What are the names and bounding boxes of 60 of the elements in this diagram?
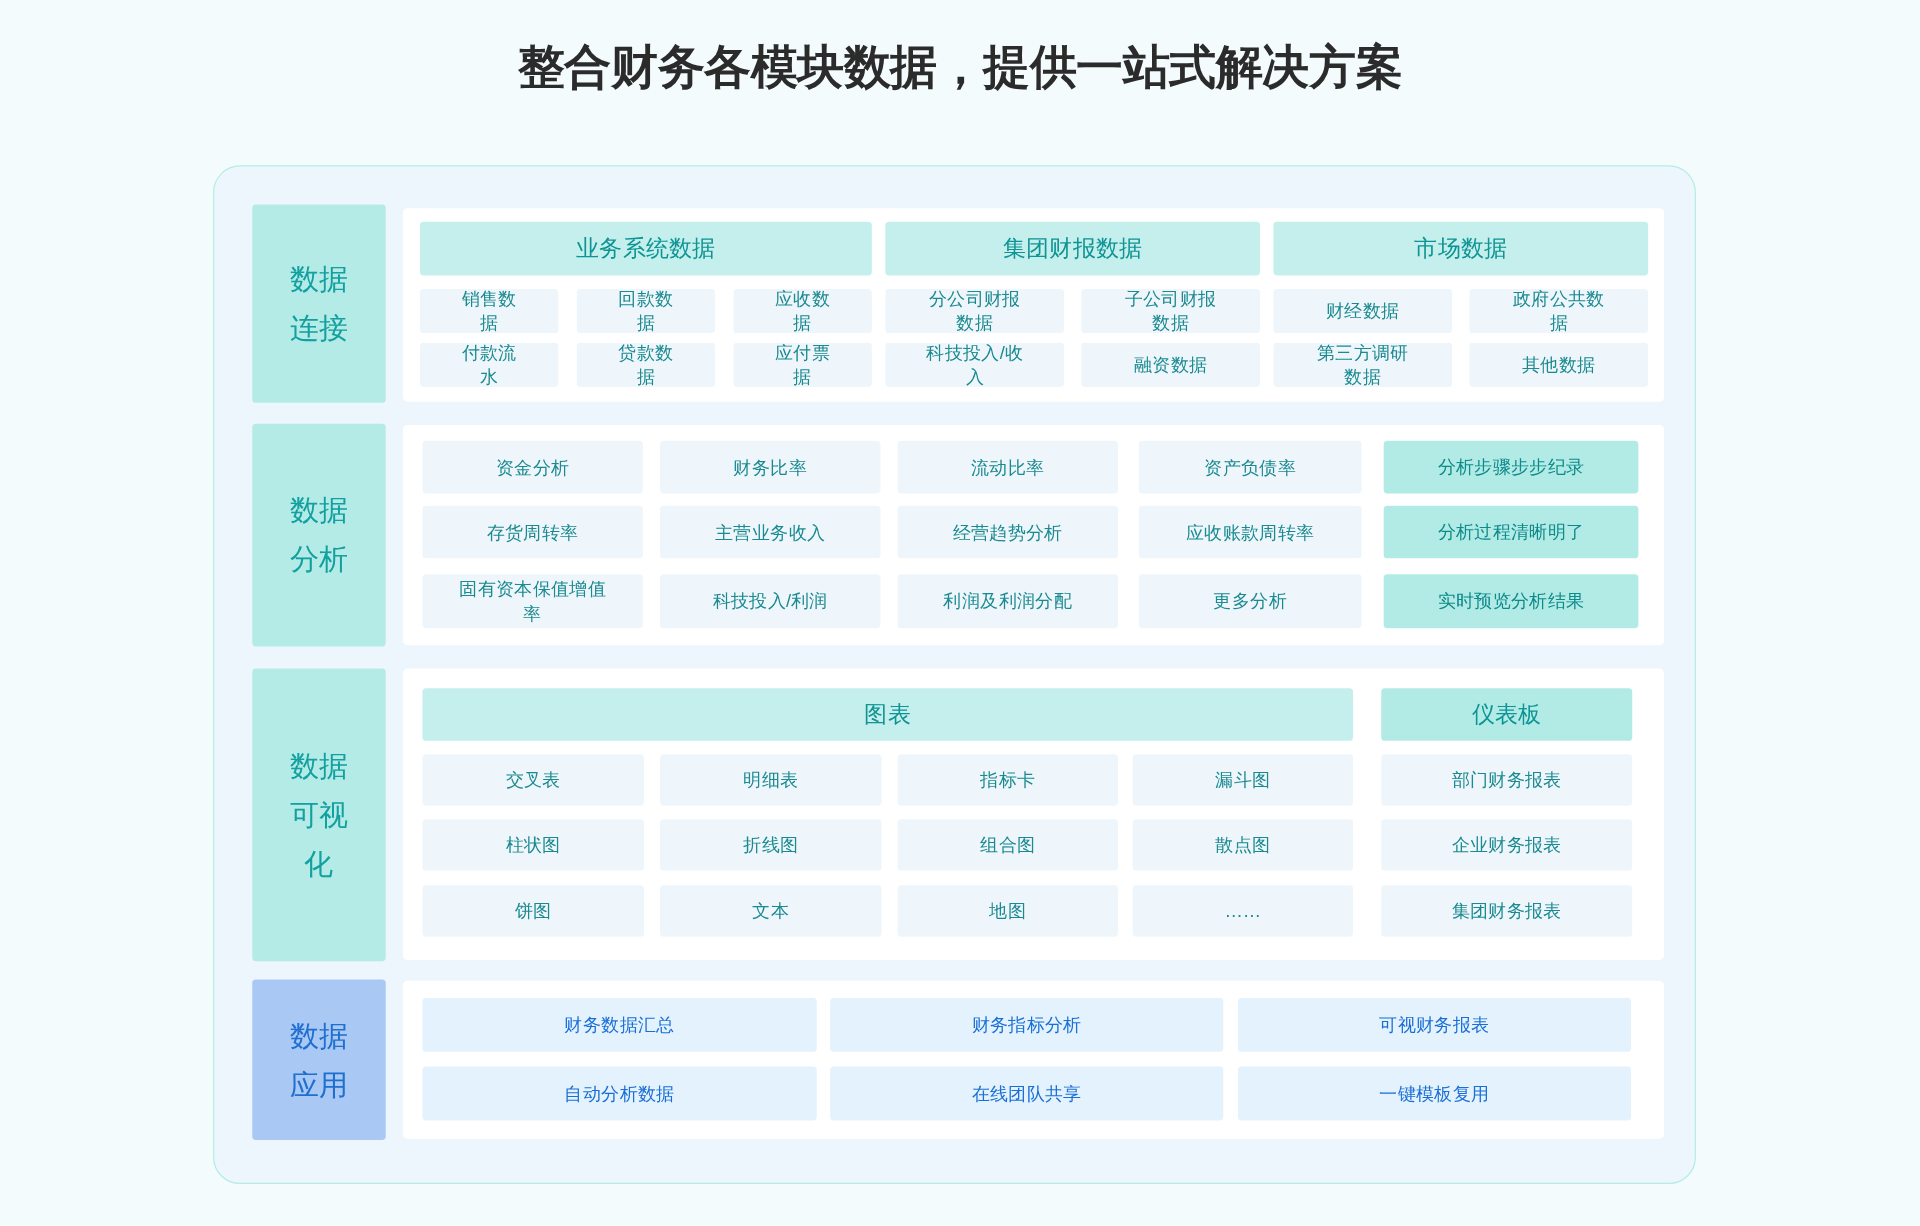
data-source-tile: 融资数据	[1081, 342, 1260, 387]
chart-type-tile: 漏斗图	[1132, 754, 1354, 806]
data-source-tile: 回款数据	[576, 289, 716, 334]
analysis-tile: 经营趋势分析	[897, 505, 1118, 559]
data-source-tile: 应收数据	[733, 289, 872, 334]
group-header: 仪表板	[1381, 688, 1633, 741]
analysis-tile: 资金分析	[422, 440, 643, 494]
data-source-tile: 第三方调研数据	[1273, 342, 1453, 387]
chart-type-tile: 柱状图	[422, 819, 645, 871]
chart-type-tile: 饼图	[422, 885, 645, 937]
feature-tile: 分析过程清晰明了	[1383, 505, 1639, 559]
chart-type-tile: 散点图	[1132, 819, 1354, 871]
chart-type-tile: 文本	[660, 885, 882, 937]
application-tile: 自动分析数据	[422, 1066, 817, 1121]
application-tile: 财务指标分析	[830, 997, 1224, 1052]
group-header: 市场数据	[1273, 221, 1649, 276]
application-tile: 财务数据汇总	[422, 997, 817, 1052]
group-header: 图表	[422, 688, 1354, 741]
feature-tile: 实时预览分析结果	[1383, 574, 1639, 629]
layer-label: 数据分析	[252, 423, 386, 647]
data-source-tile: 分公司财报数据	[885, 289, 1065, 334]
analysis-tile: 固有资本保值增值率	[422, 574, 643, 629]
feature-tile: 分析步骤步步纪录	[1383, 440, 1639, 494]
data-source-tile: 政府公共数据	[1469, 289, 1649, 334]
chart-type-tile: 明细表	[660, 754, 882, 806]
data-source-tile: 其他数据	[1469, 342, 1649, 387]
data-source-tile: 应付票据	[733, 342, 872, 387]
application-tile: 可视财务报表	[1237, 997, 1631, 1052]
data-source-tile: 科技投入/收入	[885, 342, 1065, 387]
data-source-tile: 贷款数据	[576, 342, 716, 387]
chart-type-tile: 组合图	[897, 819, 1118, 871]
title: 整合财务各模块数据，提供一站式解决方案	[516, 40, 1404, 96]
analysis-tile: 流动比率	[897, 440, 1118, 494]
layer-label: 数据可视化	[252, 668, 386, 962]
analysis-tile: 科技投入/利润	[660, 574, 881, 629]
data-source-tile: 销售数据	[420, 289, 559, 334]
group-header: 业务系统数据	[420, 221, 872, 276]
report-tile: 企业财务报表	[1381, 819, 1633, 871]
report-tile: 部门财务报表	[1381, 754, 1633, 806]
chart-type-tile: 指标卡	[897, 754, 1118, 806]
application-tile: 一键模板复用	[1237, 1066, 1631, 1121]
analysis-tile: 应收账款周转率	[1138, 505, 1362, 559]
chart-type-tile: 地图	[897, 885, 1118, 937]
layer-label: 数据应用	[252, 979, 386, 1140]
chart-type-tile: ……	[1132, 885, 1354, 937]
analysis-tile: 资产负债率	[1138, 440, 1362, 494]
report-tile: 集团财务报表	[1381, 885, 1633, 937]
group-header: 集团财报数据	[885, 221, 1260, 276]
data-source-tile: 付款流水	[420, 342, 559, 387]
data-source-tile: 财经数据	[1273, 289, 1453, 334]
analysis-tile: 存货周转率	[422, 505, 643, 559]
analysis-tile: 更多分析	[1138, 574, 1362, 629]
chart-type-tile: 折线图	[660, 819, 882, 871]
analysis-tile: 主营业务收入	[660, 505, 881, 559]
application-tile: 在线团队共享	[830, 1066, 1224, 1121]
analysis-tile: 财务比率	[660, 440, 881, 494]
data-source-tile: 子公司财报数据	[1081, 289, 1260, 334]
analysis-tile: 利润及利润分配	[897, 574, 1118, 629]
chart-type-tile: 交叉表	[422, 754, 645, 806]
layer-label: 数据连接	[252, 204, 386, 403]
